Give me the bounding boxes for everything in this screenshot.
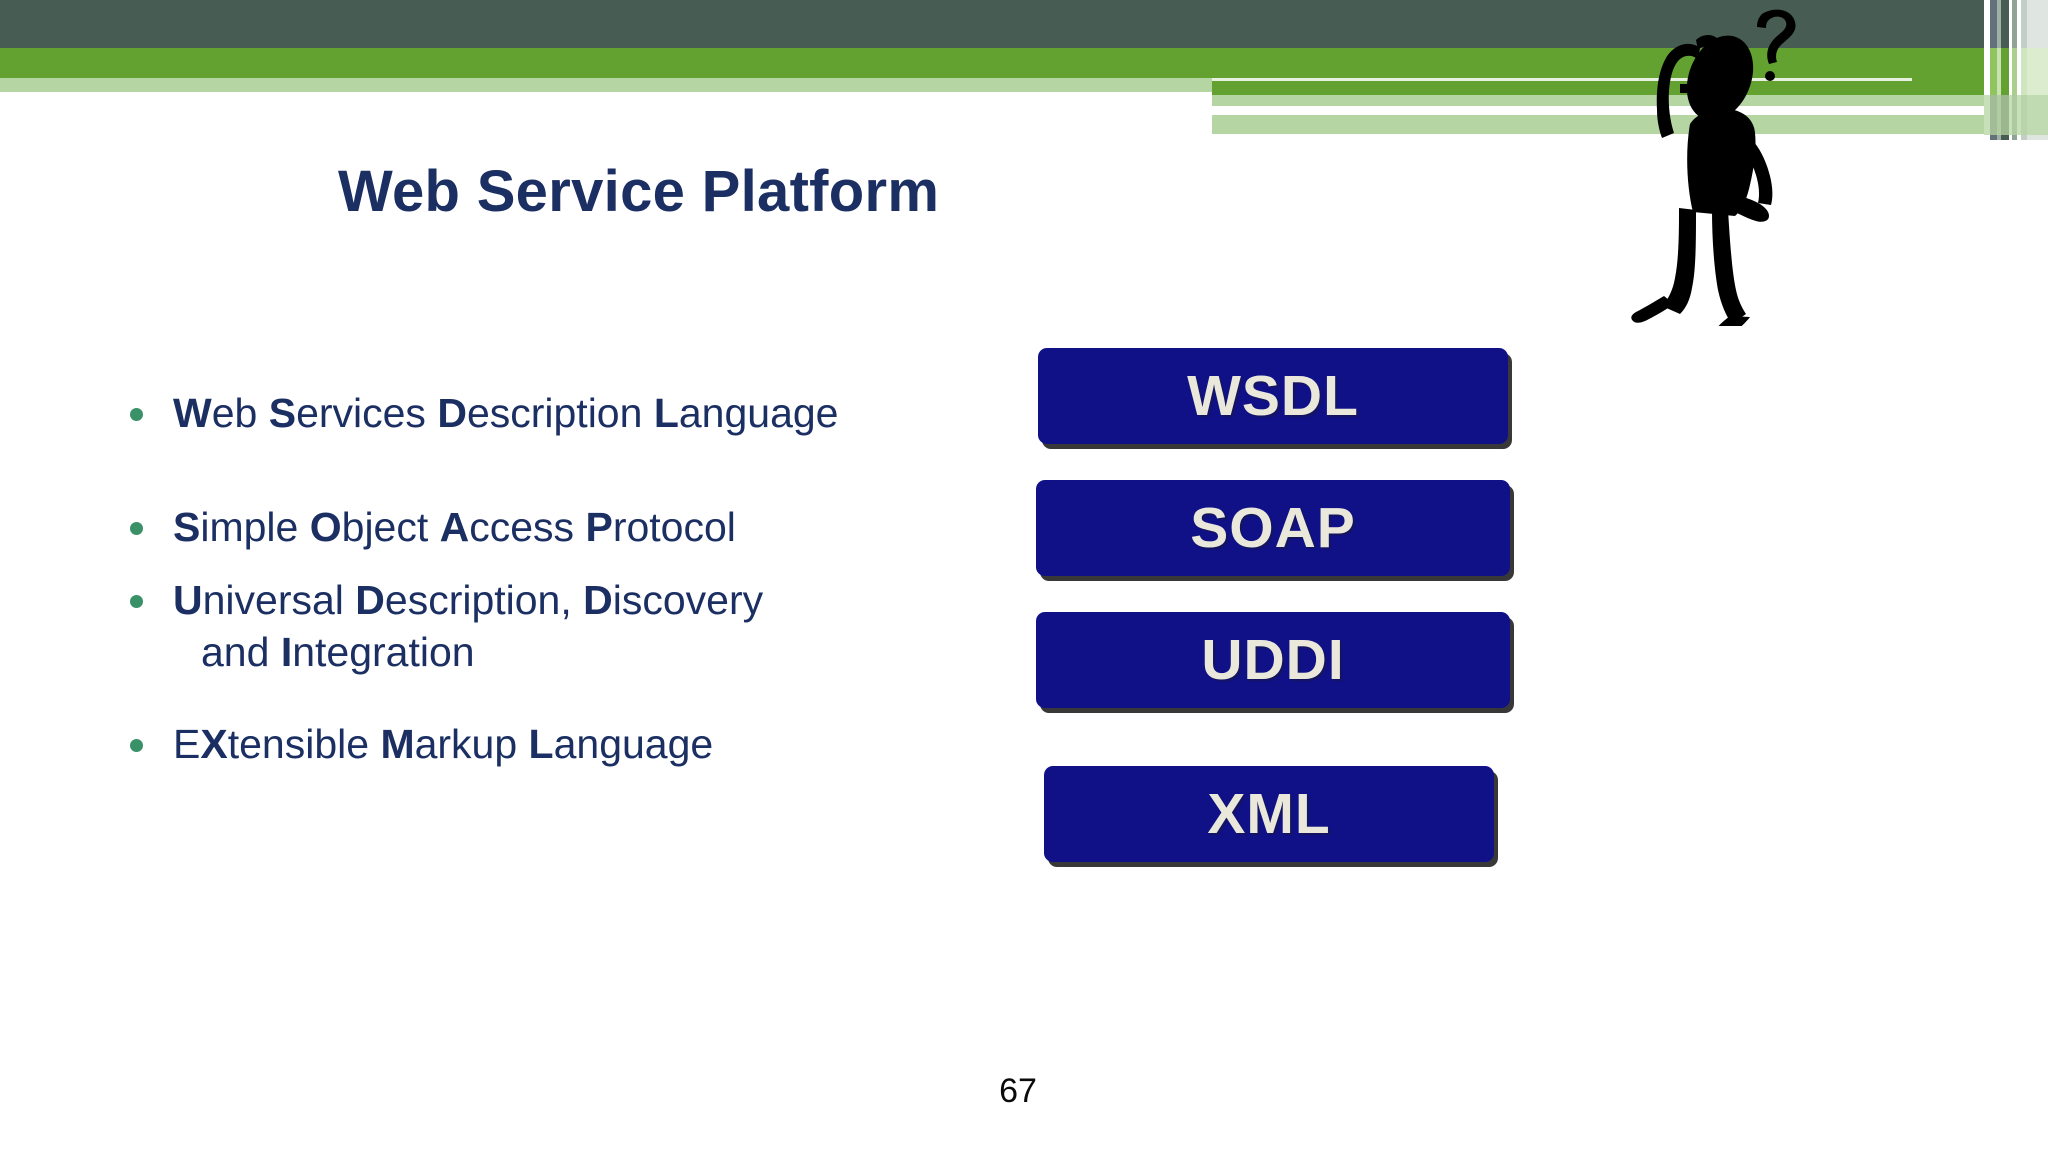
question-mark-icon xyxy=(1757,9,1796,81)
bullet-dot-icon xyxy=(130,738,143,752)
list-item-label-wsdl: Web Services Description Language xyxy=(173,390,839,436)
page-number: 67 xyxy=(0,1072,2048,1111)
tag-box-xml: XML xyxy=(1044,766,1494,862)
bullet-dot-icon xyxy=(130,408,143,421)
tag-box-label-soap: SOAP xyxy=(1190,496,1356,560)
header-band-highlight xyxy=(1212,78,1912,81)
tag-box-uddi: UDDI xyxy=(1036,612,1510,708)
tag-box-soap: SOAP xyxy=(1036,480,1510,576)
bullet-list: Web Services Description Language Simple… xyxy=(130,388,1030,770)
tag-box-label-xml: XML xyxy=(1207,782,1331,846)
bullet-dot-icon xyxy=(130,521,143,535)
slide-title: Web Service Platform xyxy=(338,159,940,224)
header-band-pale-left xyxy=(0,78,1212,92)
thinking-person-silhouette-icon xyxy=(1612,0,1842,341)
header-band-pale-right-1 xyxy=(1212,95,2048,106)
list-item-soap: Simple Object Access Protocol xyxy=(130,502,1030,554)
header-band-green-right xyxy=(1212,78,2048,95)
header-band-white-gap xyxy=(1212,106,2048,115)
bullet-dot-icon xyxy=(130,595,143,609)
tag-box-wsdl: WSDL xyxy=(1038,348,1508,444)
list-item-label-soap: Simple Object Access Protocol xyxy=(173,503,736,550)
list-item-wsdl: Web Services Description Language xyxy=(130,388,1030,440)
header-band-pale-right-2 xyxy=(1212,115,2048,134)
tag-box-label-wsdl: WSDL xyxy=(1187,364,1359,428)
list-item-label-xml: EXtensible Markup Language xyxy=(173,720,714,767)
tag-box-label-uddi: UDDI xyxy=(1201,628,1345,692)
list-item-xml: EXtensible Markup Language xyxy=(130,719,1030,771)
page-number-value: 67 xyxy=(999,1072,1037,1110)
